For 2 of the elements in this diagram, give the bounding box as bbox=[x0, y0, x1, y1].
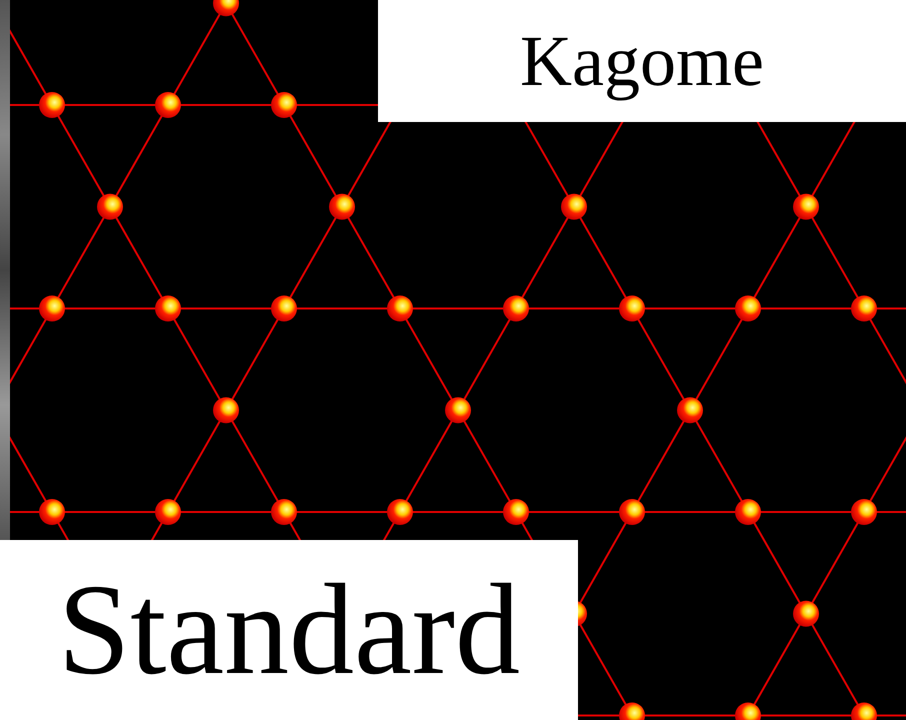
lattice-name: Standard bbox=[58, 557, 520, 704]
lattice-name: Kagome bbox=[520, 20, 764, 102]
